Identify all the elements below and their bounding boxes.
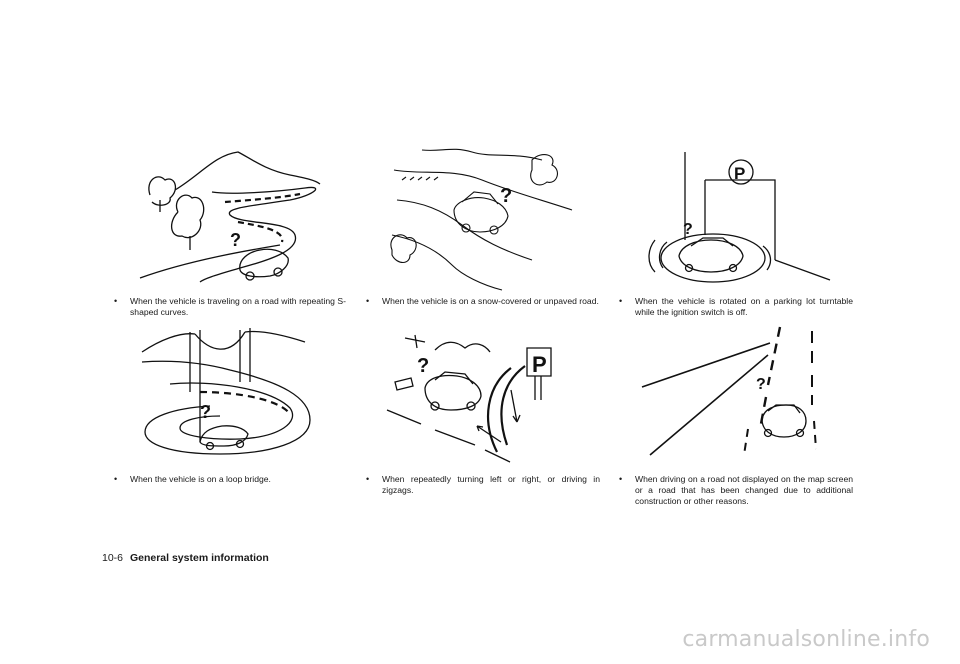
caption-unmapped-road: • When driving on a road not displayed o… [619,474,853,507]
caption-zigzag: • When repeatedly turning left or right,… [366,474,600,496]
caption-text: When the vehicle is on a loop bridge. [130,474,271,484]
caption-snow-road: • When the vehicle is on a snow-covered … [366,296,600,307]
bullet-icon: • [619,474,623,484]
bullet-icon: • [114,296,118,306]
bullet-icon: • [366,296,370,306]
svg-text:?: ? [200,402,211,422]
illustration-zigzag: P ? [385,330,585,470]
svg-text:?: ? [683,221,693,238]
caption-text: When the vehicle is rotated on a parking… [635,296,853,317]
caption-text: When the vehicle is on a snow-covered or… [382,296,599,306]
caption-turntable: • When the vehicle is rotated on a parki… [619,296,853,318]
caption-text: When repeatedly turning left or right, o… [382,474,600,495]
illustration-snow-road: ? [382,140,582,295]
page-number: 10-6 [102,552,124,564]
section-title: General system information [129,552,269,564]
page-footer: 10-6 General system information [102,552,269,564]
caption-text: When the vehicle is traveling on a road … [130,296,346,317]
svg-text:?: ? [417,355,429,377]
illustration-s-curves: ? [130,150,330,285]
svg-text:P: P [532,352,547,377]
caption-text: When driving on a road not displayed on … [635,474,853,506]
svg-text:?: ? [500,185,512,207]
bullet-icon: • [619,296,623,306]
caption-loop-bridge: • When the vehicle is on a loop bridge. [114,474,346,485]
svg-text:?: ? [230,230,241,250]
bullet-icon: • [366,474,370,484]
illustration-unmapped-road: ? [640,325,840,465]
illustration-turntable: P ? [645,150,835,290]
svg-text:P: P [734,164,745,183]
caption-s-curves: • When the vehicle is traveling on a roa… [114,296,346,318]
svg-text:?: ? [756,376,766,393]
watermark: carmanualsonline.info [682,627,930,652]
bullet-icon: • [114,474,118,484]
illustration-loop-bridge: ? [140,322,340,462]
